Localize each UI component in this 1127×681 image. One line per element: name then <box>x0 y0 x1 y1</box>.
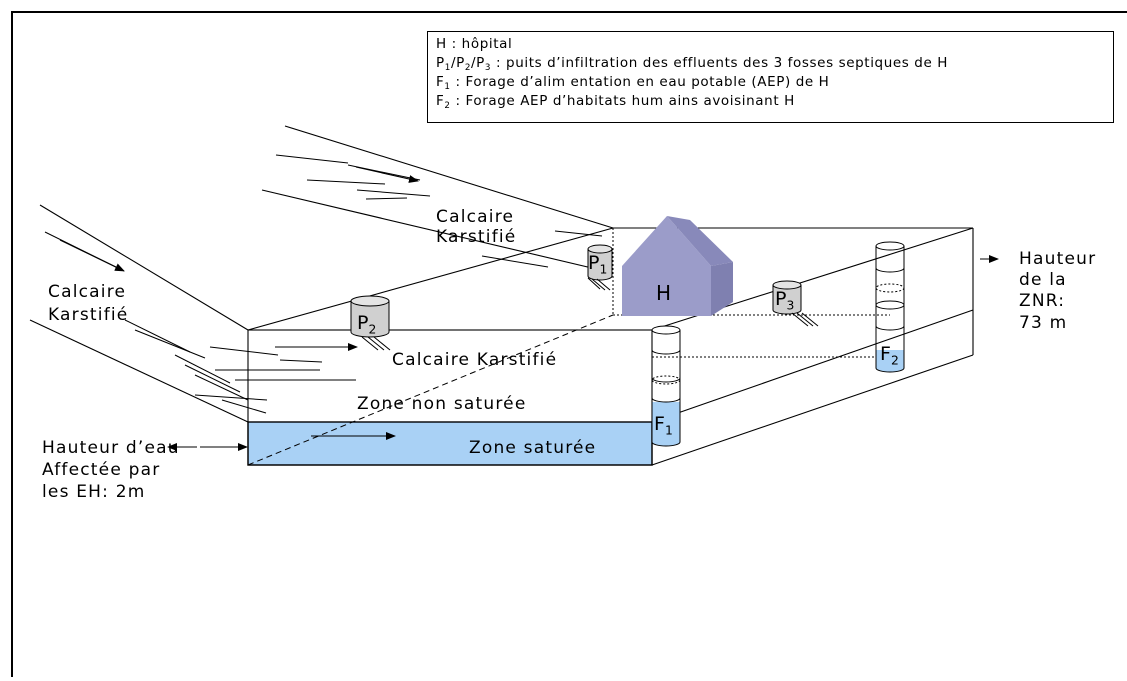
legend-text: /P <box>471 55 485 71</box>
label-zone-saturee: Zone saturée <box>469 438 597 458</box>
hospital-house-icon <box>622 216 733 316</box>
legend-subscript: 2 <box>464 63 472 74</box>
legend-text: F <box>436 93 445 109</box>
label-calcaire-left-2: Karstifié <box>48 305 129 325</box>
legend-box: H : hôpital P1/P2/P3 : puits d’infiltrat… <box>427 31 1114 123</box>
well-p2-icon <box>350 295 391 351</box>
legend-subscript: 1 <box>444 63 451 74</box>
borehole-f1-icon <box>651 325 681 447</box>
legend-text: : Forage d’alim entation en eau potable … <box>450 74 830 90</box>
label-hauteur-znr-4: 73 m <box>1019 313 1068 333</box>
flow-arrows <box>59 166 999 451</box>
label-well-p1: P1 <box>588 252 608 277</box>
borehole-f2-icon <box>875 241 905 373</box>
legend-text: F <box>436 74 445 90</box>
legend-subscript: 2 <box>444 101 451 112</box>
legend-line-infiltration-wells: P1/P2/P3 : puits d’infiltration des effl… <box>436 54 1105 73</box>
label-well-p3: P3 <box>775 288 795 313</box>
label-hauteur-eau-1: Hauteur d’eau <box>42 438 180 458</box>
figure-frame <box>11 11 1127 677</box>
label-well-p2: P2 <box>357 312 377 337</box>
legend-text: P <box>436 55 445 71</box>
legend-line-hospital: H : hôpital <box>436 35 1105 54</box>
label-borehole-f1: F1 <box>654 413 673 438</box>
label-hauteur-eau-2: Affectée par <box>42 460 161 480</box>
label-hauteur-eau-3: les EH: 2m <box>42 482 146 502</box>
label-calcaire-left-1: Calcaire <box>48 282 127 302</box>
legend-text: H : hôpital <box>436 36 513 52</box>
legend-text: /P <box>450 55 465 71</box>
well-p1-icon <box>587 244 613 291</box>
legend-text: : Forage AEP d’habitats hum ains avoisin… <box>450 93 795 109</box>
legend-line-borehole-f1: F1 : Forage d’alim entation en eau potab… <box>436 73 1105 92</box>
label-hauteur-znr-3: ZNR: <box>1019 291 1066 311</box>
legend-subscript: 3 <box>484 63 492 74</box>
label-borehole-f2: F2 <box>880 343 899 368</box>
label-hauteur-znr-2: de la <box>1019 270 1067 290</box>
karst-fractures <box>44 154 603 414</box>
label-calcaire-top-1: Calcaire <box>436 207 515 227</box>
label-hospital: H <box>656 281 672 305</box>
legend-text: : puits d’infiltration des effluents des… <box>491 55 949 71</box>
well-p3-icon <box>772 280 819 327</box>
legend-line-borehole-f2: F2 : Forage AEP d’habitats hum ains avoi… <box>436 92 1105 111</box>
legend-subscript: 1 <box>444 82 451 93</box>
hidden-edges <box>247 228 890 466</box>
label-calcaire-front: Calcaire Karstifié <box>392 350 558 370</box>
label-calcaire-top-2: Karstifié <box>436 227 517 247</box>
label-zone-non-saturee: Zone non saturée <box>357 394 527 414</box>
label-hauteur-znr-1: Hauteur <box>1019 249 1097 269</box>
